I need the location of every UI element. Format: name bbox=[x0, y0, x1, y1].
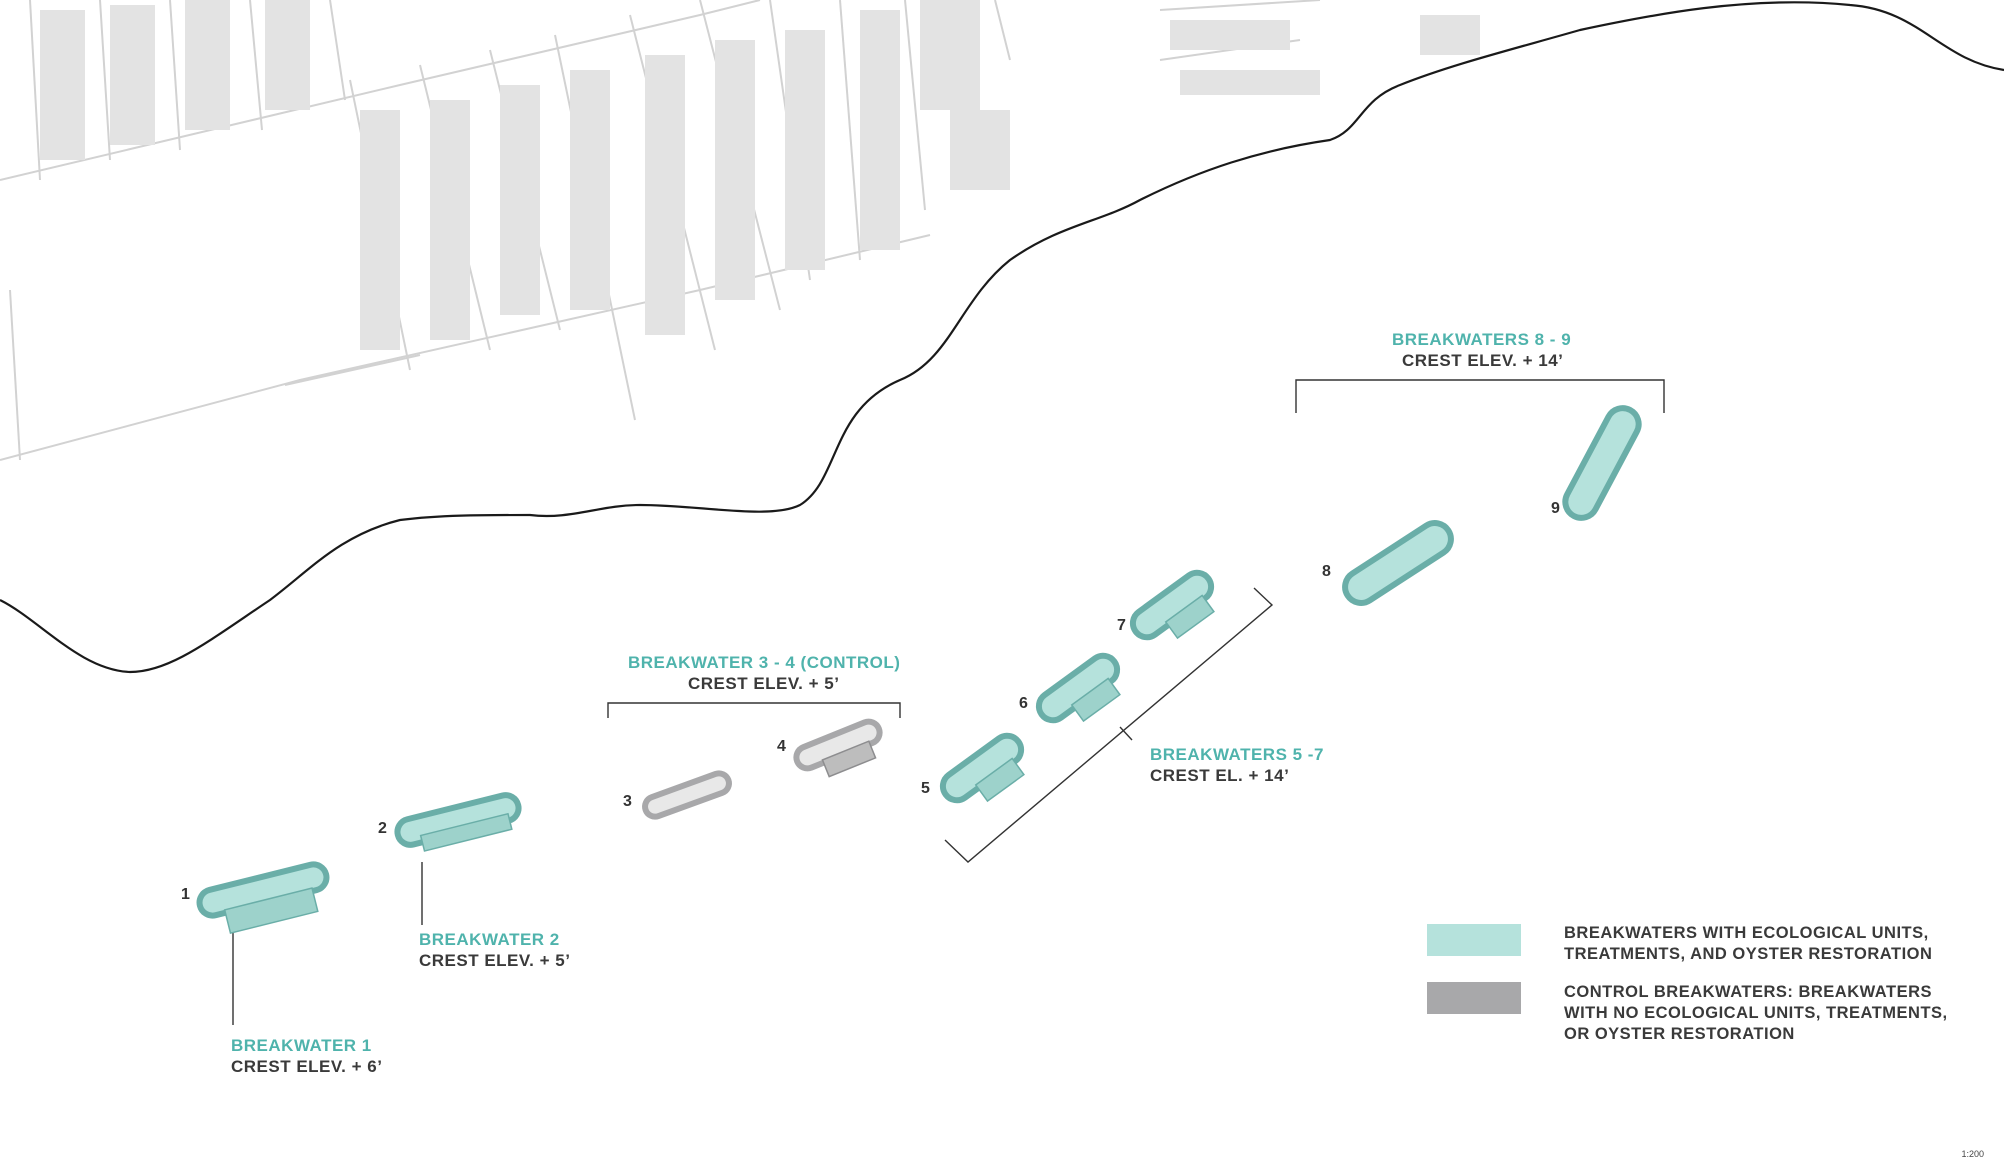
breakwater-6-number: 6 bbox=[1019, 695, 1028, 712]
breakwater-3[interactable] bbox=[642, 770, 732, 820]
breakwater-2-title: BREAKWATER 2 bbox=[419, 930, 560, 949]
breakwater-2[interactable] bbox=[394, 792, 524, 856]
breakwater-7[interactable] bbox=[1127, 567, 1226, 655]
breakwater-8-9-title: BREAKWATERS 8 - 9 bbox=[1392, 330, 1572, 349]
breakwater-6[interactable] bbox=[1033, 650, 1132, 738]
legend-control-swatch bbox=[1427, 982, 1521, 1014]
breakwater-4-number: 4 bbox=[777, 738, 786, 755]
breakwater-3-number: 3 bbox=[623, 793, 632, 810]
legend-control-line-3: OR OYSTER RESTORATION bbox=[1564, 1025, 1795, 1043]
breakwater-9[interactable] bbox=[1560, 403, 1645, 524]
breakwater-5[interactable] bbox=[937, 730, 1036, 818]
breakwater-8-9-elevation: CREST ELEV. + 14’ bbox=[1402, 351, 1564, 370]
legend-control-line-1: CONTROL BREAKWATERS: BREAKWATERS bbox=[1564, 983, 1932, 1001]
leader-lines bbox=[232, 379, 1665, 1025]
legend-ecological-line-1: BREAKWATERS WITH ECOLOGICAL UNITS, bbox=[1564, 924, 1929, 942]
scale-label: 1:200 bbox=[1961, 1149, 1984, 1159]
breakwater-5-7-elevation: CREST EL. + 14’ bbox=[1150, 766, 1290, 785]
breakwater-9-number: 9 bbox=[1551, 500, 1560, 517]
breakwater-8[interactable] bbox=[1339, 517, 1457, 609]
breakwater-1-title: BREAKWATER 1 bbox=[231, 1036, 372, 1055]
breakwater-8-number: 8 bbox=[1322, 563, 1331, 580]
breakwater-4[interactable] bbox=[793, 718, 888, 785]
building-footprints bbox=[40, 0, 1480, 350]
breakwater-3-4-elevation: CREST ELEV. + 5’ bbox=[688, 674, 840, 693]
legend-control-line-2: WITH NO ECOLOGICAL UNITS, TREATMENTS, bbox=[1564, 1004, 1948, 1022]
breakwater-1-elevation: CREST ELEV. + 6’ bbox=[231, 1057, 383, 1076]
breakwater-1[interactable] bbox=[196, 861, 335, 939]
breakwater-3-4-title: BREAKWATER 3 - 4 (CONTROL) bbox=[628, 653, 901, 672]
breakwater-5-7-title: BREAKWATERS 5 -7 bbox=[1150, 745, 1324, 764]
breakwater-2-number: 2 bbox=[378, 820, 387, 837]
breakwater-7-number: 7 bbox=[1117, 617, 1126, 634]
legend-control-text: CONTROL BREAKWATERS: BREAKWATERS WITH NO… bbox=[1564, 982, 1984, 1045]
legend-ecological-swatch bbox=[1427, 924, 1521, 956]
breakwater-5-number: 5 bbox=[921, 780, 930, 797]
shoreline bbox=[0, 1, 2004, 674]
legend-ecological-text: BREAKWATERS WITH ECOLOGICAL UNITS, TREAT… bbox=[1564, 923, 1984, 965]
legend-ecological-line-2: TREATMENTS, AND OYSTER RESTORATION bbox=[1564, 945, 1933, 963]
breakwater-2-elevation: CREST ELEV. + 5’ bbox=[419, 951, 571, 970]
breakwater-1-number: 1 bbox=[181, 886, 190, 903]
